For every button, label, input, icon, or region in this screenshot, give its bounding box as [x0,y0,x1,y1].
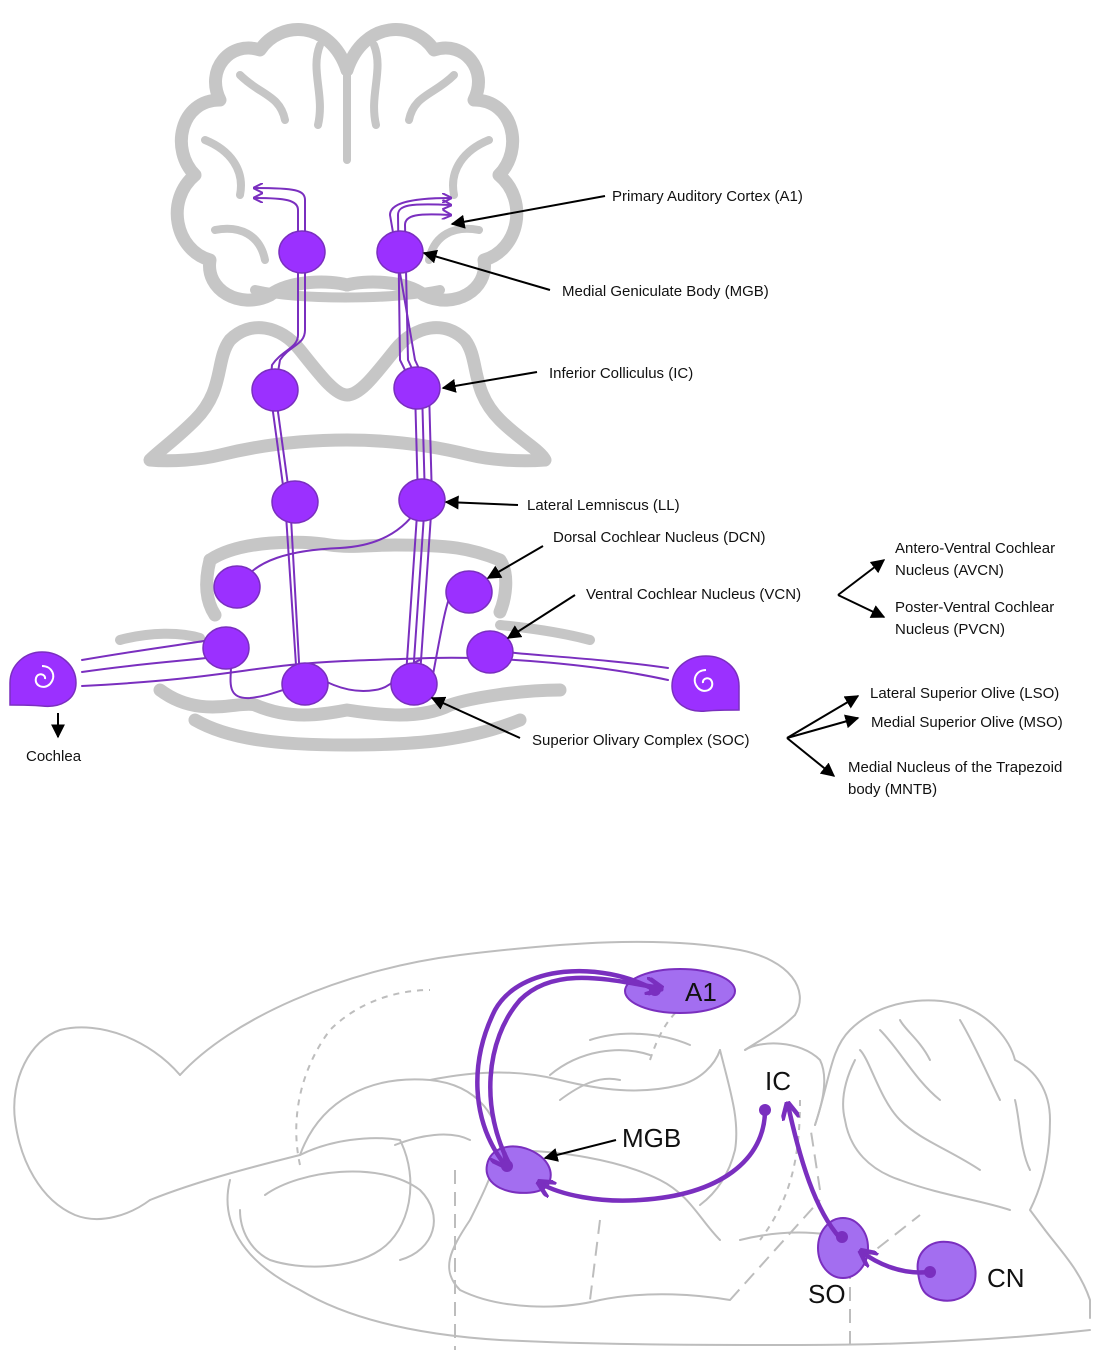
sagittal-diagram: A1 IC MGB SO CN [14,942,1090,1350]
nucleus-mgb-left [279,231,325,273]
nucleus-ic-right [394,367,440,409]
nucleus-ll-left [272,481,318,523]
label-mgb: Medial Geniculate Body (MGB) [562,283,769,300]
nucleus-soc-left [282,663,328,705]
nucleus-mgb-right [377,231,423,273]
label-mntb-line1: Medial Nucleus of the Trapezoid [848,759,1062,776]
sagittal-label-so: SO [808,1279,846,1309]
sagittal-label-ic: IC [765,1066,791,1096]
label-cochlea: Cochlea [26,748,82,765]
label-ll: Lateral Lemniscus (LL) [527,497,680,514]
cochlea-right-icon [672,656,739,711]
label-pvcn-line1: Poster-Ventral Cochlear [895,599,1054,616]
nucleus-vcn-left [203,627,249,669]
nucleus-ic-left [252,369,298,411]
label-mntb-line2: body (MNTB) [848,781,937,798]
label-avcn-line2: Nucleus (AVCN) [895,562,1004,579]
coronal-diagram: Primary Auditory Cortex (A1) Medial Geni… [10,30,1063,798]
sagittal-nucleus-so [818,1218,868,1278]
label-dcn: Dorsal Cochlear Nucleus (DCN) [553,529,766,546]
label-soc: Superior Olivary Complex (SOC) [532,732,750,749]
cochlea-left-icon [10,652,76,706]
label-ic: Inferior Colliculus (IC) [549,365,693,382]
sagittal-label-mgb: MGB [622,1123,681,1153]
nucleus-dcn-left [214,566,260,608]
label-vcn: Ventral Cochlear Nucleus (VCN) [586,586,801,603]
nucleus-vcn-right [467,631,513,673]
label-mso: Medial Superior Olive (MSO) [871,714,1063,731]
sagittal-label-a1: A1 [685,977,717,1007]
sagittal-label-cn: CN [987,1263,1025,1293]
sagittal-pathway [477,969,975,1301]
label-avcn-line1: Antero-Ventral Cochlear [895,540,1055,557]
label-pvcn-line2: Nucleus (PVCN) [895,621,1005,638]
nucleus-ll-right [399,479,445,521]
nucleus-soc-right [391,663,437,705]
label-lso: Lateral Superior Olive (LSO) [870,685,1059,702]
coronal-brain-outline [120,30,590,745]
sagittal-nucleus-a1 [625,969,735,1013]
label-a1: Primary Auditory Cortex (A1) [612,188,803,205]
nucleus-dcn-right [446,571,492,613]
